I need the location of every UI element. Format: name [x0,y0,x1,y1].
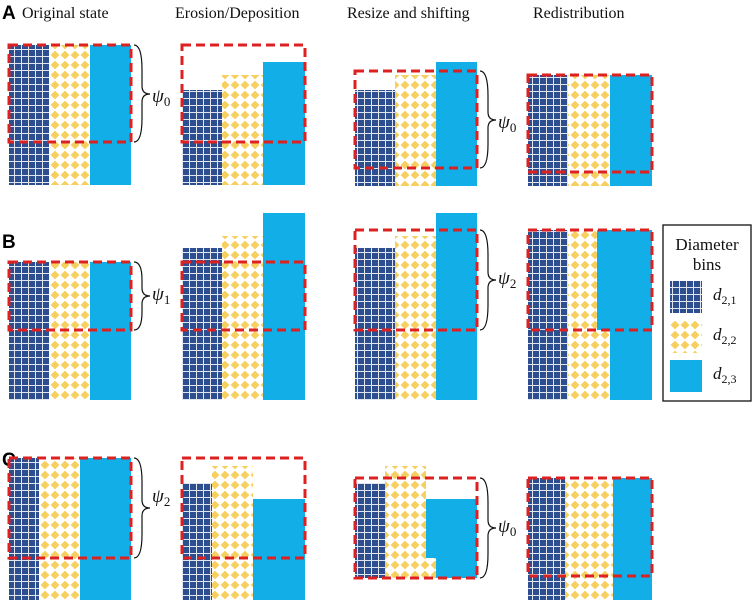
bin1-bar [182,90,222,185]
panel-c-resize [353,466,479,580]
bin1-bar [9,458,39,600]
legend-title-line2: bins [693,255,721,274]
bin2-bar [395,236,436,400]
bin1-bar [9,262,49,400]
panel-b-redistribution [526,228,654,400]
bin1-bar [528,75,568,186]
panel-c-original [7,456,133,600]
brace [479,229,497,331]
bin2-bar [49,45,90,185]
panel-a-resize [353,62,479,186]
header-erosion-deposition: Erosion/Deposition [175,5,299,22]
panel-a-redistribution [526,73,654,186]
bin2-bar [565,478,613,600]
active-layer-box [7,456,133,560]
bin2-bar-lower [568,330,610,400]
bin2-bar [568,75,610,186]
bin2-bar [212,466,253,600]
bin2-bar-lower [426,558,436,578]
bin3-bar [597,230,652,330]
bin3-bar [253,499,305,600]
bin2-bar [49,262,90,400]
panel-a-erosion [180,43,307,185]
bin2-bar [39,458,80,600]
brace [133,44,151,143]
legend-swatch-bin1 [670,281,702,313]
bin3-bar [436,213,477,400]
panel-c-redistribution [526,476,654,600]
bin1-bar [355,90,395,186]
active-layer-box [526,228,654,332]
panel-c-erosion [180,456,307,600]
panel-a-original [7,43,133,185]
panel-b-resize [353,213,479,400]
active-layer-box [180,260,307,332]
bin3-bar [610,75,652,186]
brace [479,70,497,169]
bin3-bar [426,499,477,558]
header-original-state: Original state [22,5,109,22]
legend-label-bin1: d2,1 [713,285,737,307]
brace [479,477,497,579]
panel-b-original [7,260,133,400]
bin3-bar [263,62,305,185]
active-layer-box [353,476,479,580]
legend-label-bin2: d2,2 [713,325,737,347]
bin1-bar [528,230,568,400]
legend: Diameter bins d2,1 d2,2 d2,3 [662,224,752,402]
psi-label-b-original: ψ1 [152,284,170,307]
bin3-bar-lower [436,558,477,578]
panel-b-erosion [180,213,307,400]
active-layer-box [180,43,307,144]
legend-swatch-bin2 [670,321,702,353]
active-layer-box [7,43,133,144]
header-redistribution: Redistribution [533,5,625,22]
bin2-bar [568,230,597,330]
header-resize-and-shifting: Resize and shifting [347,5,470,22]
bin3-bar [436,62,477,186]
active-layer-box [526,73,654,174]
bin1-bar [355,483,385,578]
bin1-bar [182,248,222,400]
bin3-bar [263,213,305,400]
bin1-bar [9,45,49,185]
active-layer-box [180,456,307,560]
bin1-bar [528,478,565,600]
bin1-bar [182,483,212,600]
bin2-bar [385,466,426,578]
psi-label-c-resize: ψ0 [498,516,516,539]
legend-title-line1: Diameter [675,235,739,254]
brace [133,457,151,559]
active-layer-box [526,476,654,578]
active-layer-box [7,260,133,332]
bin1-bar [355,248,395,400]
brace [133,261,151,331]
bin3-bar-lower [610,330,652,400]
bin3-bar [80,458,131,600]
active-layer-box [353,228,479,332]
active-layer-box [353,69,479,170]
bin3-bar [90,45,131,185]
bin2-bar [222,75,263,185]
bin3-bar [613,478,652,600]
psi-label-a-original: ψ0 [152,86,170,109]
column-headers: Original state Erosion/Deposition Resize… [22,5,625,22]
row-label-b: B [2,232,16,253]
psi-label-a-resize: ψ0 [498,112,516,135]
psi-label-b-resize: ψ2 [498,268,516,291]
psi-label-c-original: ψ2 [152,486,170,509]
legend-swatch-bin3 [670,360,702,392]
legend-label-bin3: d2,3 [713,364,737,386]
row-label-a: A [2,3,16,24]
